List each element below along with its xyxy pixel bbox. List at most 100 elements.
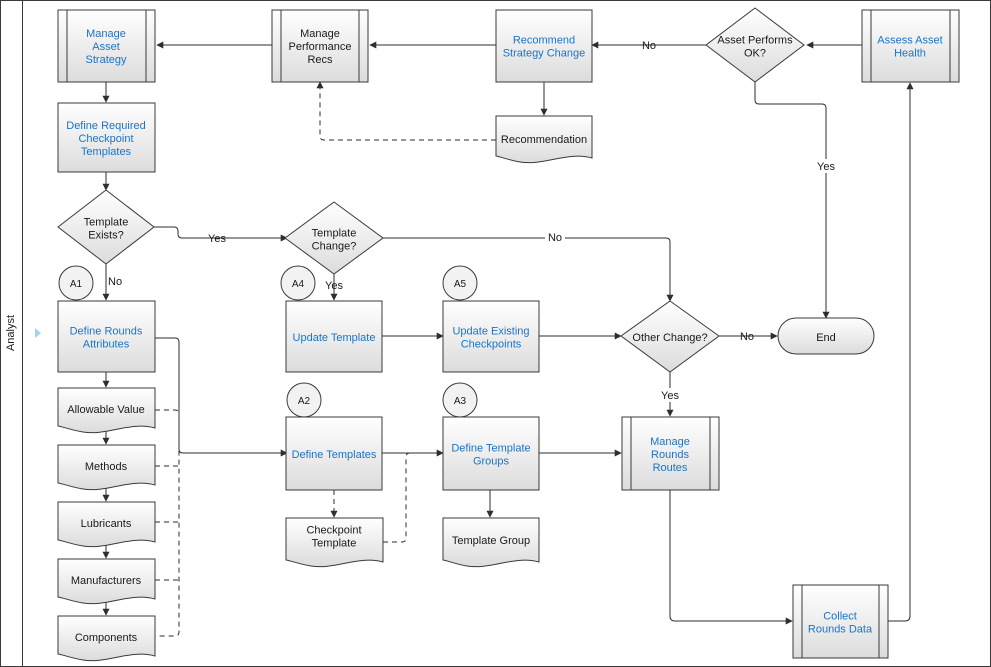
node-label-line: Define Required: [66, 120, 146, 132]
node-label-line: Template: [312, 538, 357, 550]
node-label-line: Define Template: [451, 443, 530, 455]
node-label-line: Rounds: [651, 449, 689, 461]
node-label-line: Manage: [300, 28, 340, 40]
template-group-document[interactable]: Template Group: [442, 517, 540, 568]
node-label-line: Update Existing: [452, 326, 529, 338]
node-label-line: Other Change?: [632, 332, 707, 344]
marker-a4: A4: [280, 265, 316, 301]
svg-text:Update Template: Update Template: [293, 332, 376, 344]
define-templates[interactable]: Define Templates: [285, 416, 383, 491]
node-label-line: End: [816, 332, 836, 344]
svg-text:Manufacturers: Manufacturers: [71, 575, 142, 587]
edge-label-bg: [814, 159, 838, 173]
node-label-line: Assess Asset: [877, 35, 942, 47]
node-label-line: Templates: [81, 146, 132, 158]
edge-label-asset-no: No: [642, 40, 656, 52]
components-document[interactable]: Components: [57, 615, 156, 662]
edge-documents-dashed-brace: [155, 409, 180, 637]
node-label-line: Groups: [473, 456, 510, 468]
allowable-value-document[interactable]: Allowable Value: [57, 387, 156, 434]
node-label-line: Performance: [289, 41, 352, 53]
node-label-line: Strategy Change: [503, 48, 586, 60]
marker-a1: A1: [58, 265, 94, 301]
end-terminator[interactable]: End: [777, 317, 875, 355]
other-change-decision[interactable]: Other Change?: [620, 300, 720, 373]
edge-asset-ok-yes: [754, 82, 830, 319]
edge-label-exists-yes: Yes: [208, 233, 226, 245]
marker-a2: A2: [286, 382, 322, 418]
node-label-line: Asset: [92, 41, 120, 53]
edge-label-bg: [658, 388, 682, 402]
lubricants-document[interactable]: Lubricants: [57, 501, 156, 548]
node-label-line: Manage: [86, 28, 126, 40]
recommendation-document[interactable]: Recommendation: [495, 115, 593, 164]
svg-text:A5: A5: [454, 279, 467, 290]
node-label-line: OK?: [744, 48, 766, 60]
node-label-line: Checkpoint: [78, 133, 133, 145]
node-label-line: Checkpoint: [306, 525, 361, 537]
node-label-line: Allowable Value: [67, 404, 144, 416]
node-label-line: Define Rounds: [70, 326, 143, 338]
node-label-line: Health: [894, 48, 926, 60]
node-label-line: Manufacturers: [71, 575, 142, 587]
node-label-line: Routes: [653, 462, 688, 474]
methods-document[interactable]: Methods: [57, 444, 156, 491]
node-label-line: Update Template: [293, 332, 376, 344]
update-template[interactable]: Update Template: [285, 300, 383, 373]
node-label-line: Collect: [823, 611, 857, 623]
manufacturers-document[interactable]: Manufacturers: [57, 558, 156, 605]
svg-text:Recommendation: Recommendation: [501, 134, 587, 146]
svg-text:A2: A2: [298, 396, 311, 407]
node-label-line: Change?: [312, 241, 357, 253]
node-label-line: Rounds Data: [808, 624, 873, 636]
edge-recommendation-to-recs: [316, 81, 496, 141]
edge-label-exists-no: No: [108, 276, 122, 288]
svg-text:Other Change?: Other Change?: [632, 332, 707, 344]
node-label-line: Methods: [85, 461, 128, 473]
edge-checkpoint-to-groups: [383, 452, 411, 543]
edge-label-other-yes: Yes: [661, 390, 679, 402]
node-label-line: Recs: [307, 54, 333, 66]
edge-label-bg: [545, 230, 565, 244]
marker-a3: A3: [442, 382, 478, 418]
lane-expand-icon[interactable]: [35, 328, 41, 338]
edge-collect-to-assess: [888, 82, 914, 622]
lane-label: Analyst: [5, 315, 17, 351]
edge-routes-to-collect: [669, 490, 793, 625]
svg-text:A4: A4: [292, 279, 305, 290]
svg-text:Template Group: Template Group: [452, 535, 530, 547]
node-label-line: Template: [84, 217, 129, 229]
node-label-line: Components: [75, 632, 138, 644]
edge-attributes-to-define-templates: [155, 337, 288, 457]
node-label-line: Template: [312, 228, 357, 240]
edge-change-no: [383, 237, 674, 302]
svg-text:Components: Components: [75, 632, 138, 644]
node-label-line: Recommend: [513, 35, 575, 47]
svg-text:Methods: Methods: [85, 461, 128, 473]
svg-text:A3: A3: [454, 396, 467, 407]
node-label-line: Attributes: [83, 339, 130, 351]
